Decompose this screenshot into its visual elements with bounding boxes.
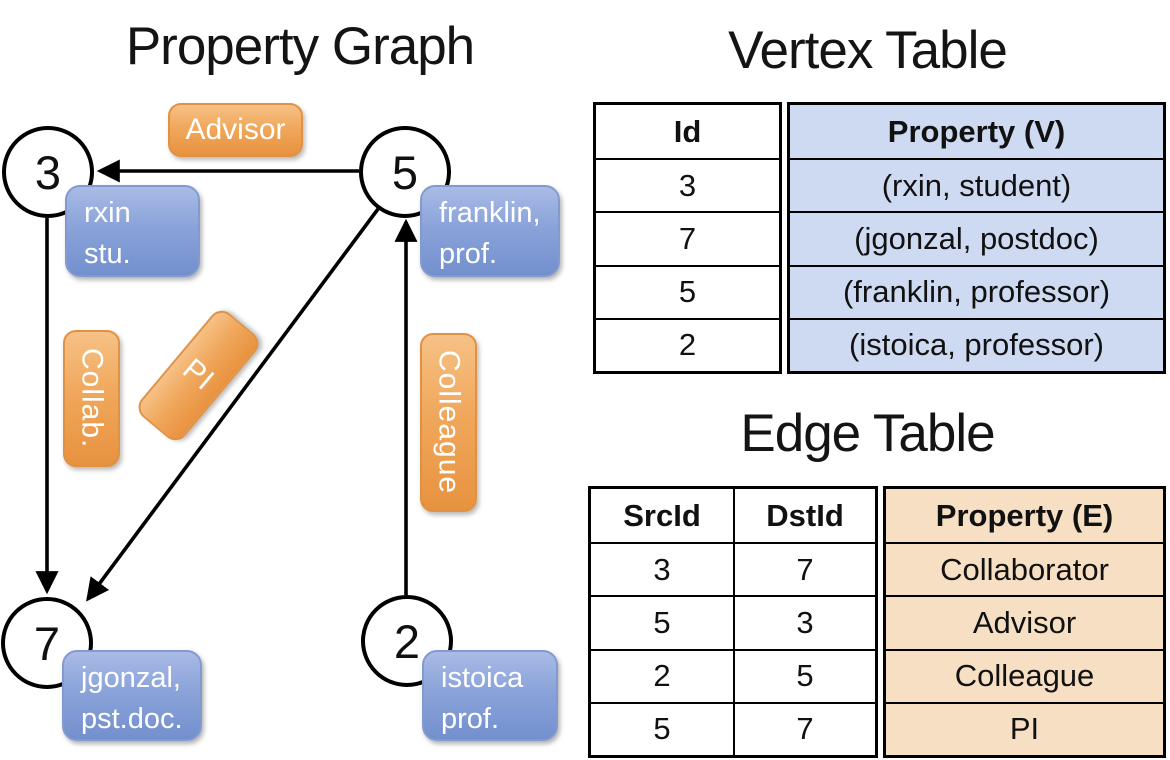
node-property-line: stu. — [84, 238, 131, 271]
node-property-line: franklin, — [439, 197, 541, 229]
node-property-box-franklin: franklin, prof. — [420, 185, 560, 277]
vertex-table-property-cell: (rxin, student) — [790, 158, 1163, 212]
node-property-line: pst.doc. — [81, 703, 183, 736]
edge-table-src-cell: 5 — [591, 701, 733, 755]
node-property-line: prof. — [439, 238, 498, 271]
node-property-line: istoica — [441, 662, 524, 694]
node-property-line: rxin — [84, 197, 131, 229]
vertex-table-property-header: Property (V) — [790, 105, 1163, 159]
edge-label-text: Colleague — [432, 350, 466, 495]
graph-edges-canvas — [35, 159, 418, 602]
vertex-table-property-column: Property (V) (rxin, student) (jgonzal, p… — [787, 102, 1166, 374]
edge-label-text: Collab. — [75, 348, 109, 449]
edge-table-dst-cell: 5 — [733, 648, 875, 702]
node-property-box-jgonzal: jgonzal, pst.doc. — [62, 650, 202, 741]
edge-label-collab: Collab. — [63, 330, 120, 467]
edge-table-src-header: SrcId — [623, 497, 701, 533]
edge-table-property-column: Property (E) Collaborator Advisor Collea… — [883, 486, 1166, 758]
vertex-table-title: Vertex Table — [728, 21, 1008, 80]
node-property-box-istoica: istoica prof. — [422, 650, 558, 741]
vertex-table-property-cell: (istoica, professor) — [790, 317, 1163, 371]
edge-table-dst-cell: 7 — [733, 701, 875, 755]
edge-table-dst-header: DstId — [733, 489, 875, 543]
edge-label-text: PI — [176, 352, 222, 398]
property-graph-title: Property Graph — [125, 17, 475, 76]
vertex-table-property-cell: (jgonzal, postdoc) — [790, 211, 1163, 265]
edge-table-dst-cell: 3 — [733, 595, 875, 649]
edge-table-src-cell: 3 — [591, 542, 733, 595]
edge-table-src-cell: 5 — [591, 595, 733, 648]
vertex-table-id-cell: 7 — [596, 211, 779, 264]
edge-label-colleague: Colleague — [420, 333, 477, 512]
edge-table-property-cell: Colleague — [886, 648, 1163, 702]
vertex-table-id-column: Id 3 7 5 2 — [593, 102, 782, 374]
node-property-line: prof. — [441, 703, 500, 736]
edge-table-property-cell: Advisor — [886, 595, 1163, 649]
graph-node-2: 2 — [361, 595, 453, 687]
edge-table-property-cell: Collaborator — [886, 542, 1163, 596]
node-property-line: jgonzal, — [81, 662, 181, 694]
vertex-table-id-cell: 5 — [596, 264, 779, 318]
vertex-table-id-cell: 2 — [596, 317, 779, 371]
edge-table-src-cell: 2 — [591, 648, 733, 702]
edge-table-dst-cell: 7 — [733, 542, 875, 596]
node-property-box-rxin: rxin stu. — [65, 185, 200, 277]
edge-arrow-5-to-7 — [86, 207, 380, 602]
edge-label-advisor: Advisor — [168, 103, 303, 157]
vertex-table-id-cell: 3 — [596, 158, 779, 211]
edge-label-text: Advisor — [185, 113, 286, 146]
edge-table-src-dst-columns: SrcId DstId 3 7 5 3 2 5 5 7 — [588, 486, 878, 758]
edge-table-title: Edge Table — [740, 404, 995, 463]
graph-node-5: 5 — [359, 126, 451, 218]
vertex-table-property-cell: (franklin, professor) — [790, 264, 1163, 318]
edge-table-property-header: Property (E) — [886, 489, 1163, 543]
edge-table-property-cell: PI — [886, 701, 1163, 755]
vertex-table-id-header: Id — [673, 113, 702, 149]
